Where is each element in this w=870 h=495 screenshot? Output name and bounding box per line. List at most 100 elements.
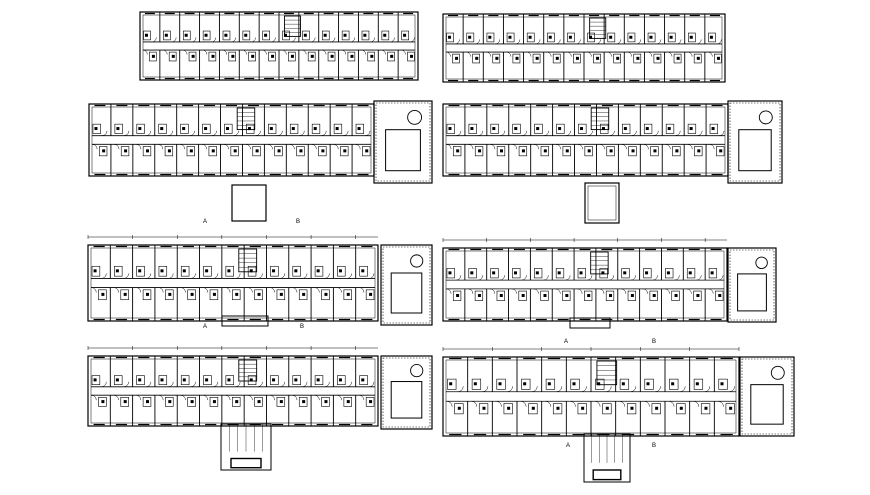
bathroom	[725, 403, 735, 415]
fixture	[160, 378, 164, 382]
fixture	[171, 54, 175, 58]
door-swing	[359, 394, 365, 401]
fixture	[167, 149, 171, 153]
door-swing	[707, 51, 713, 57]
door-swing	[687, 144, 693, 150]
door-swing	[512, 144, 518, 150]
pool-deck-edge	[382, 246, 431, 324]
door-swing	[314, 287, 320, 293]
door-swing	[123, 273, 129, 279]
pool-deck	[380, 244, 433, 326]
fixture	[302, 400, 306, 404]
door-swing	[697, 130, 703, 136]
fixture	[601, 127, 605, 131]
stair-core	[236, 107, 256, 131]
bathroom	[512, 53, 521, 64]
fixture	[568, 35, 572, 39]
fixture	[507, 406, 511, 410]
bathroom	[649, 290, 658, 301]
bathroom	[254, 289, 263, 301]
pool-basin	[390, 272, 423, 314]
door-swing	[346, 381, 352, 388]
bathroom	[643, 123, 653, 134]
door-swing	[674, 275, 680, 281]
fixture	[346, 400, 350, 404]
fixture	[369, 292, 373, 296]
fixture	[151, 54, 155, 58]
door-swing	[242, 49, 247, 55]
fixture	[630, 293, 634, 297]
bathroom	[478, 403, 489, 415]
bathroom	[452, 53, 460, 64]
door-swing	[102, 130, 108, 136]
fixture	[498, 382, 502, 386]
fixture	[636, 56, 640, 60]
bathroom	[362, 146, 371, 157]
door-swing	[543, 130, 549, 136]
fixture	[184, 33, 188, 37]
bathroom	[650, 146, 659, 157]
fixture	[190, 292, 194, 296]
bathroom	[120, 396, 129, 407]
door-swing	[350, 37, 356, 43]
pool-deck	[739, 356, 795, 437]
bathroom	[230, 146, 239, 157]
fixture	[689, 127, 693, 131]
pool-deck-edge	[729, 102, 781, 182]
pool-deck	[727, 100, 783, 184]
bathroom	[490, 123, 499, 134]
bathroom	[602, 403, 612, 415]
fixture	[160, 127, 164, 131]
jacuzzi	[410, 364, 424, 378]
door-swing	[257, 381, 263, 388]
door-swing	[546, 51, 552, 57]
door-swing	[709, 144, 715, 150]
bathroom	[647, 32, 656, 43]
door-swing	[533, 288, 539, 294]
bathroom	[158, 375, 168, 386]
bathroom	[401, 30, 409, 41]
fixture	[521, 149, 525, 153]
bathroom	[627, 290, 636, 301]
bathroom	[276, 289, 286, 301]
fixture	[101, 400, 105, 404]
door-swing	[410, 37, 415, 43]
axis-label-b-bottom: B	[300, 324, 304, 330]
fixture	[338, 269, 342, 273]
bathroom	[298, 396, 308, 407]
door-swing	[619, 400, 626, 407]
fixture	[616, 56, 620, 60]
fixture	[455, 56, 459, 60]
door-swing	[190, 381, 196, 388]
door-swing	[113, 394, 119, 401]
bathroom	[593, 53, 601, 64]
fixture	[587, 293, 591, 297]
bathroom	[452, 290, 462, 301]
bathroom	[333, 123, 343, 134]
door-swing	[333, 144, 339, 150]
door-swing	[168, 381, 174, 388]
fixture	[369, 400, 373, 404]
door-swing	[162, 49, 168, 55]
fixture	[696, 293, 700, 297]
fixture	[316, 269, 320, 273]
stair-core	[590, 251, 609, 275]
fixture	[704, 406, 708, 410]
jacuzzi	[755, 256, 768, 270]
door-swing	[627, 51, 632, 57]
floor-plan-3	[88, 100, 433, 184]
fixture	[370, 54, 374, 58]
bathroom	[367, 51, 376, 62]
door-swing	[381, 49, 386, 55]
door-swing	[281, 49, 287, 55]
fixture	[363, 33, 367, 37]
door-swing	[233, 130, 239, 136]
fixture	[291, 127, 295, 131]
bathroom	[298, 289, 308, 301]
fixture	[689, 35, 693, 39]
fixture	[390, 54, 394, 58]
bathroom	[114, 123, 123, 134]
fixture	[536, 127, 540, 131]
fixture	[227, 269, 231, 273]
door-swing	[201, 144, 207, 150]
